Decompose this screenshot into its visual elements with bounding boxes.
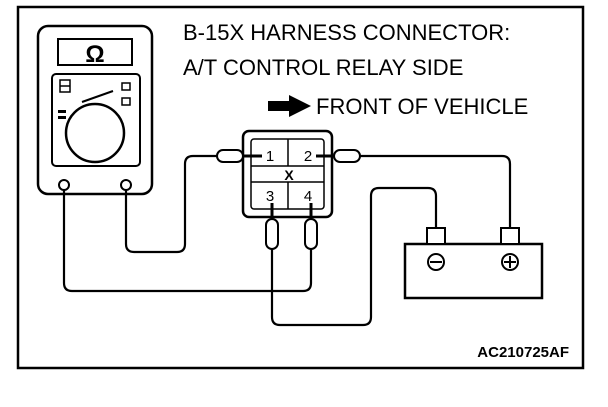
multimeter-icon: Ω (36, 24, 154, 196)
pin-2-label: 2 (304, 148, 312, 165)
probe-pin-3 (265, 203, 279, 250)
wire-meter-to-pin-4 (62, 190, 313, 293)
diagram-title-line-1: B-15X HARNESS CONNECTOR: (183, 20, 510, 45)
harness-connector (241, 129, 334, 219)
probe-pin-2 (316, 149, 361, 163)
probe-pin-1 (216, 149, 262, 163)
pin-1-label: 1 (266, 148, 274, 165)
wire-pin-2-to-battery-positive (360, 154, 512, 228)
ohm-symbol: Ω (85, 41, 104, 68)
pin-3-label: 3 (266, 188, 274, 205)
diagram-title-line-2: A/T CONTROL RELAY SIDE (183, 55, 463, 80)
right-arrow-icon (268, 95, 311, 117)
wire-meter-to-pin-1 (124, 154, 217, 254)
front-of-vehicle-label: FRONT OF VEHICLE (316, 94, 528, 119)
wire-pin-3-to-battery-negative (270, 186, 438, 327)
wiring (62, 154, 512, 327)
pin-4-label: 4 (304, 188, 312, 205)
figure-code: AC210725AF (477, 344, 569, 361)
battery-icon (403, 227, 544, 300)
bridge-mark: X (284, 167, 294, 183)
